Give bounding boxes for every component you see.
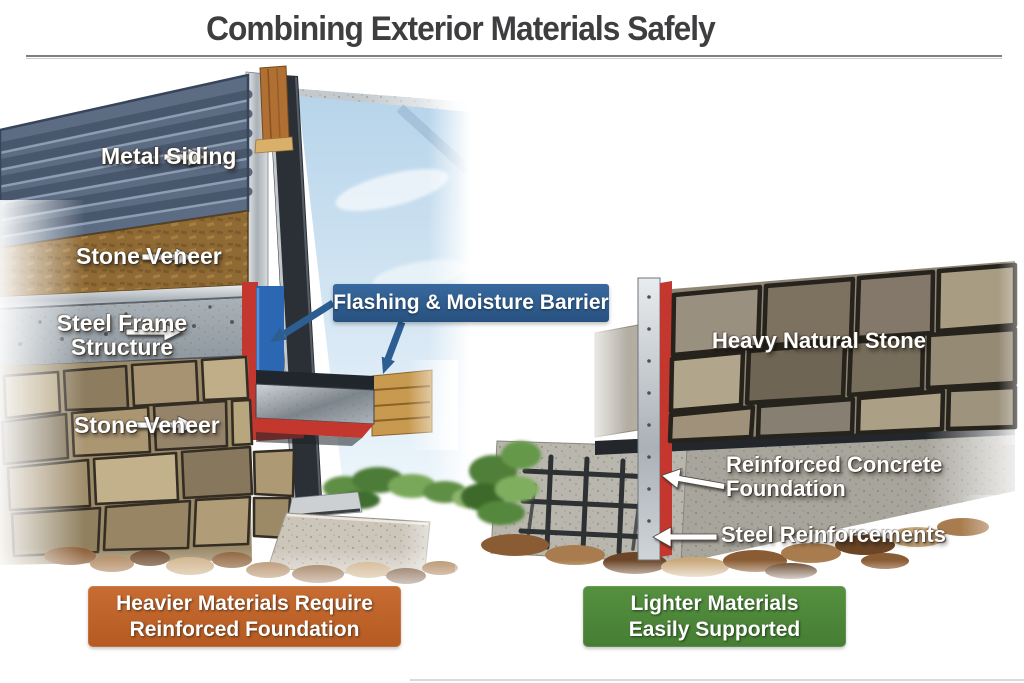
flashing-graphic (255, 360, 458, 450)
flashing-arrow-left-icon (270, 327, 288, 342)
steel-reinforcements-label: Steel Reinforcements (721, 522, 946, 547)
lighter-materials-caption: Lighter Materials Easily Supported (583, 586, 846, 647)
reinforced-concrete-foundation-label: Reinforced Concrete Foundation (726, 452, 943, 501)
foundation-arrow-icon (660, 468, 726, 490)
metal-siding-label: Metal Siding (101, 143, 237, 169)
stone-veneer-top-label: Stone Veneer (76, 243, 222, 269)
stone-veneer-bottom-arrow-icon (135, 415, 197, 435)
background-stone-graphic (583, 315, 639, 445)
flashing-arrow-down-icon (381, 356, 395, 374)
window-sill-graphic (287, 491, 363, 519)
steel-frame-structure-label: Steel Frame Structure (56, 310, 188, 360)
flashing-callout-arrows (270, 300, 406, 374)
stone-veneer-bottom-label: Stone Veneer (74, 412, 220, 438)
metal-siding-arrow-icon (163, 147, 207, 167)
red-moisture-barrier-right-graphic (660, 281, 672, 557)
reinforcements-arrow-icon (652, 526, 718, 548)
left-wall-section-graphic (0, 65, 470, 600)
steel-frame-arrow-icon (125, 322, 183, 342)
title-divider (26, 55, 1002, 59)
flashing-moisture-barrier-callout: Flashing & Moisture Barrier (333, 284, 609, 322)
wood-header-graphic (254, 65, 294, 154)
page-title: Combining Exterior Materials Safely (205, 10, 716, 48)
bottom-divider (410, 679, 1024, 681)
stone-veneer-top-arrow-icon (141, 247, 193, 267)
label-arrows-right (652, 468, 726, 548)
right-stone-wall-graphic (455, 245, 1024, 585)
shrub-graphic-right (461, 441, 541, 525)
heavier-materials-caption: Heavier Materials Require Reinforced Fou… (88, 586, 401, 647)
steel-channel-graphic (637, 277, 661, 561)
label-arrows (125, 147, 207, 435)
heavy-natural-stone-label: Heavy Natural Stone (712, 328, 926, 353)
